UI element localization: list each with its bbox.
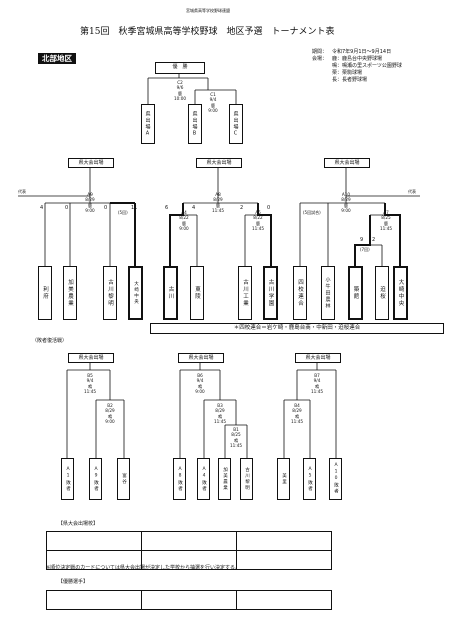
- winner-cell: [236, 590, 332, 610]
- qualified-table: [46, 531, 332, 570]
- slot-a9-loser: A9敗者: [89, 458, 102, 500]
- score: 0: [267, 205, 271, 211]
- venue-3: 栗：栗駒球場: [332, 70, 363, 76]
- slot-kami-nogyo: 加美農業: [218, 458, 231, 500]
- rep-slot-a: 県出場A: [141, 104, 155, 144]
- region-label: 北部地区: [38, 53, 76, 64]
- team-hakuo: 迫桜: [375, 266, 389, 320]
- slot-tomiya: 富谷: [117, 458, 130, 500]
- venue-label: 会場：: [312, 56, 328, 62]
- team-osaki-chuo-2: 大崎中央: [393, 266, 408, 320]
- team-yonko-rengo: 四校連合: [293, 266, 307, 320]
- slot-furukawa-reimei: 古川黎明: [240, 458, 253, 500]
- team-tsukidate: 築館: [348, 266, 363, 320]
- score: 2: [372, 237, 376, 243]
- team-furukawa-kogyo: 古川工業: [238, 266, 252, 320]
- daihyo-left: 代表: [18, 189, 26, 194]
- winner-cell: [141, 590, 237, 610]
- score: 9: [360, 237, 364, 243]
- score: 4: [40, 205, 44, 211]
- score: 11: [131, 205, 138, 211]
- period-label: 期間：: [312, 49, 328, 55]
- winner-label: 【優勝選手】: [58, 579, 89, 585]
- venue-4: 長：長者野球場: [332, 77, 368, 83]
- team-furukawa-gakuen: 古川学園: [263, 266, 278, 320]
- rep-qual-box-3: 県大会出場: [295, 353, 341, 363]
- team-toryo: 東陵: [190, 266, 204, 320]
- venue-2: 鳴：鳴瀬の里スポーツ公園野球: [332, 63, 402, 69]
- union-note: ＊四校連合＝岩ケ崎・鹿島台商・中新田・迫桜連合: [150, 323, 444, 334]
- qualified-cell: [236, 550, 332, 570]
- score: 6: [165, 205, 169, 211]
- a1-note: (5回): [118, 210, 128, 215]
- page-title: 第15回 秋季宮城県高等学校野球 地区予選 トーナメント表: [80, 27, 335, 37]
- slot-a4-loser: A4敗者: [197, 458, 210, 500]
- slot-a1-loser: A1敗者: [61, 458, 74, 500]
- team-osaki-chuo: 大崎中央: [128, 266, 143, 320]
- qualified-cell: [236, 531, 332, 551]
- winner-table: [46, 590, 332, 610]
- winner-cell: [46, 590, 142, 610]
- rep-qual-box-1: 県大会出場: [68, 353, 114, 363]
- repechage-label: （敗者復活戦）: [32, 338, 68, 344]
- qual-box-1: 県大会出場: [68, 158, 114, 168]
- slot-a10-loser: A10敗者: [329, 458, 342, 500]
- qual-box-3: 県大会出場: [324, 158, 370, 168]
- rep-qual-box-2: 県大会出場: [178, 353, 224, 363]
- qual-box-2: 県大会出場: [196, 158, 242, 168]
- slot-misato: 美里: [277, 458, 290, 500]
- score: 2: [240, 205, 244, 211]
- team-kami-nogyo: 加美農業: [63, 266, 77, 320]
- champion-box: 優 勝: [155, 62, 205, 74]
- team-furukawa-reimei: 古川黎明: [103, 266, 117, 320]
- score: 0: [104, 205, 108, 211]
- qualified-note: ※順位決定戦のカードについては県大会出場が決定した学校から抽選を行い決定する。: [46, 565, 240, 571]
- period-value: 令和7年9月1日～9月14日: [332, 49, 392, 55]
- score: 4: [192, 205, 196, 211]
- team-kogota-norin: 小牛田農林: [321, 266, 335, 320]
- daihyo-right: 代表: [408, 189, 416, 194]
- org-name: 宮城県高等学校野球連盟: [186, 8, 230, 13]
- score: 0: [65, 205, 69, 211]
- rep-slot-c: 県出場C: [229, 104, 243, 144]
- team-furukawa: 古川: [163, 266, 178, 320]
- slot-a5-loser: A5敗者: [303, 458, 316, 500]
- qualified-label: 【県大会出場校】: [58, 521, 99, 527]
- slot-a8-loser: A8敗者: [173, 458, 186, 500]
- qualified-cell: [46, 531, 142, 551]
- qualified-cell: [141, 531, 237, 551]
- a10-note: (5回試合): [303, 210, 321, 215]
- venue-1: 鹿：鹿島台中央野球場: [332, 56, 383, 62]
- a7-note: (7回): [360, 247, 370, 252]
- rep-slot-b: 県出場B: [188, 104, 202, 144]
- team-rifu: 利府: [38, 266, 52, 320]
